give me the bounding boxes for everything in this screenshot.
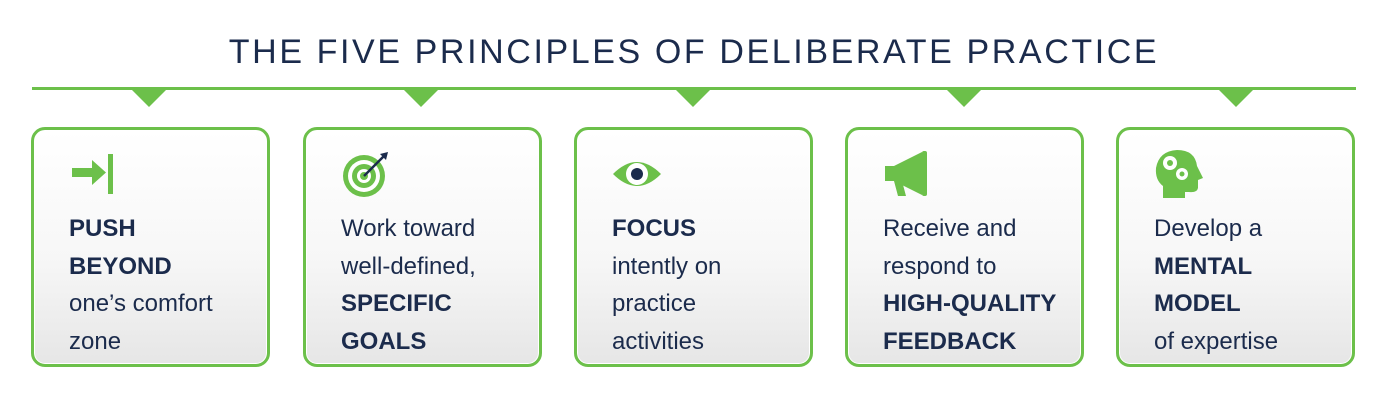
principle-text-line: of expertise <box>1154 327 1279 355</box>
target-icon <box>340 148 392 200</box>
principle-card-specific-goals: Work toward well-defined, SPECIFIC GOALS <box>303 127 542 367</box>
principle-text-line: zone <box>69 327 122 355</box>
principle-text-line: MODEL <box>1154 290 1241 317</box>
principle-text: FOCUS intently on practice activities <box>612 210 812 360</box>
principle-text-line: MENTAL <box>1154 252 1253 280</box>
diagram-title: THE FIVE PRINCIPLES OF DELIBERATE PRACTI… <box>228 33 1160 71</box>
principle-text-line: GOALS <box>341 327 427 355</box>
principle-text: PUSH BEYOND one’s comfort zone <box>69 210 269 360</box>
principle-text-line: FOCUS <box>612 215 696 242</box>
principle-text-line: BEYOND <box>69 252 172 280</box>
card-pointer <box>675 89 711 107</box>
principle-text-line: PUSH <box>69 215 136 242</box>
principle-text: Receive and respond to HIGH-QUALITY FEED… <box>883 210 1083 360</box>
principle-text-line: FEEDBACK <box>883 327 1017 355</box>
principle-text-line: Develop a <box>1154 215 1263 242</box>
title-underline <box>32 87 1356 90</box>
head-gears-icon <box>1153 148 1205 200</box>
principle-text-line: practice <box>612 290 697 317</box>
megaphone-icon <box>882 148 934 200</box>
eye-icon <box>611 148 663 200</box>
principle-card-mental-model: Develop a MENTAL MODEL of expertise <box>1116 127 1355 367</box>
card-pointer <box>1218 89 1254 107</box>
principle-text: Develop a MENTAL MODEL of expertise <box>1154 210 1354 360</box>
principle-text: Work toward well-defined, SPECIFIC GOALS <box>341 210 541 360</box>
principle-text-line: intently on <box>612 252 722 280</box>
principle-text-line: Work toward <box>341 215 476 242</box>
card-pointer <box>403 89 439 107</box>
principle-text-line: one’s comfort <box>69 290 213 317</box>
arrow-to-bar-icon <box>68 148 120 200</box>
principle-text-line: activities <box>612 327 705 355</box>
principle-text-line: respond to <box>883 252 997 280</box>
principle-card-focus: FOCUS intently on practice activities <box>574 127 813 367</box>
principle-text-line: SPECIFIC <box>341 290 452 317</box>
principle-card-push-beyond: PUSH BEYOND one’s comfort zone <box>31 127 270 367</box>
card-pointer <box>131 89 167 107</box>
principle-text-line: Receive and <box>883 215 1017 242</box>
card-pointer <box>946 89 982 107</box>
principle-card-feedback: Receive and respond to HIGH-QUALITY FEED… <box>845 127 1084 367</box>
principle-text-line: well-defined, <box>341 252 476 280</box>
principle-text-line: HIGH-QUALITY <box>883 290 1057 317</box>
